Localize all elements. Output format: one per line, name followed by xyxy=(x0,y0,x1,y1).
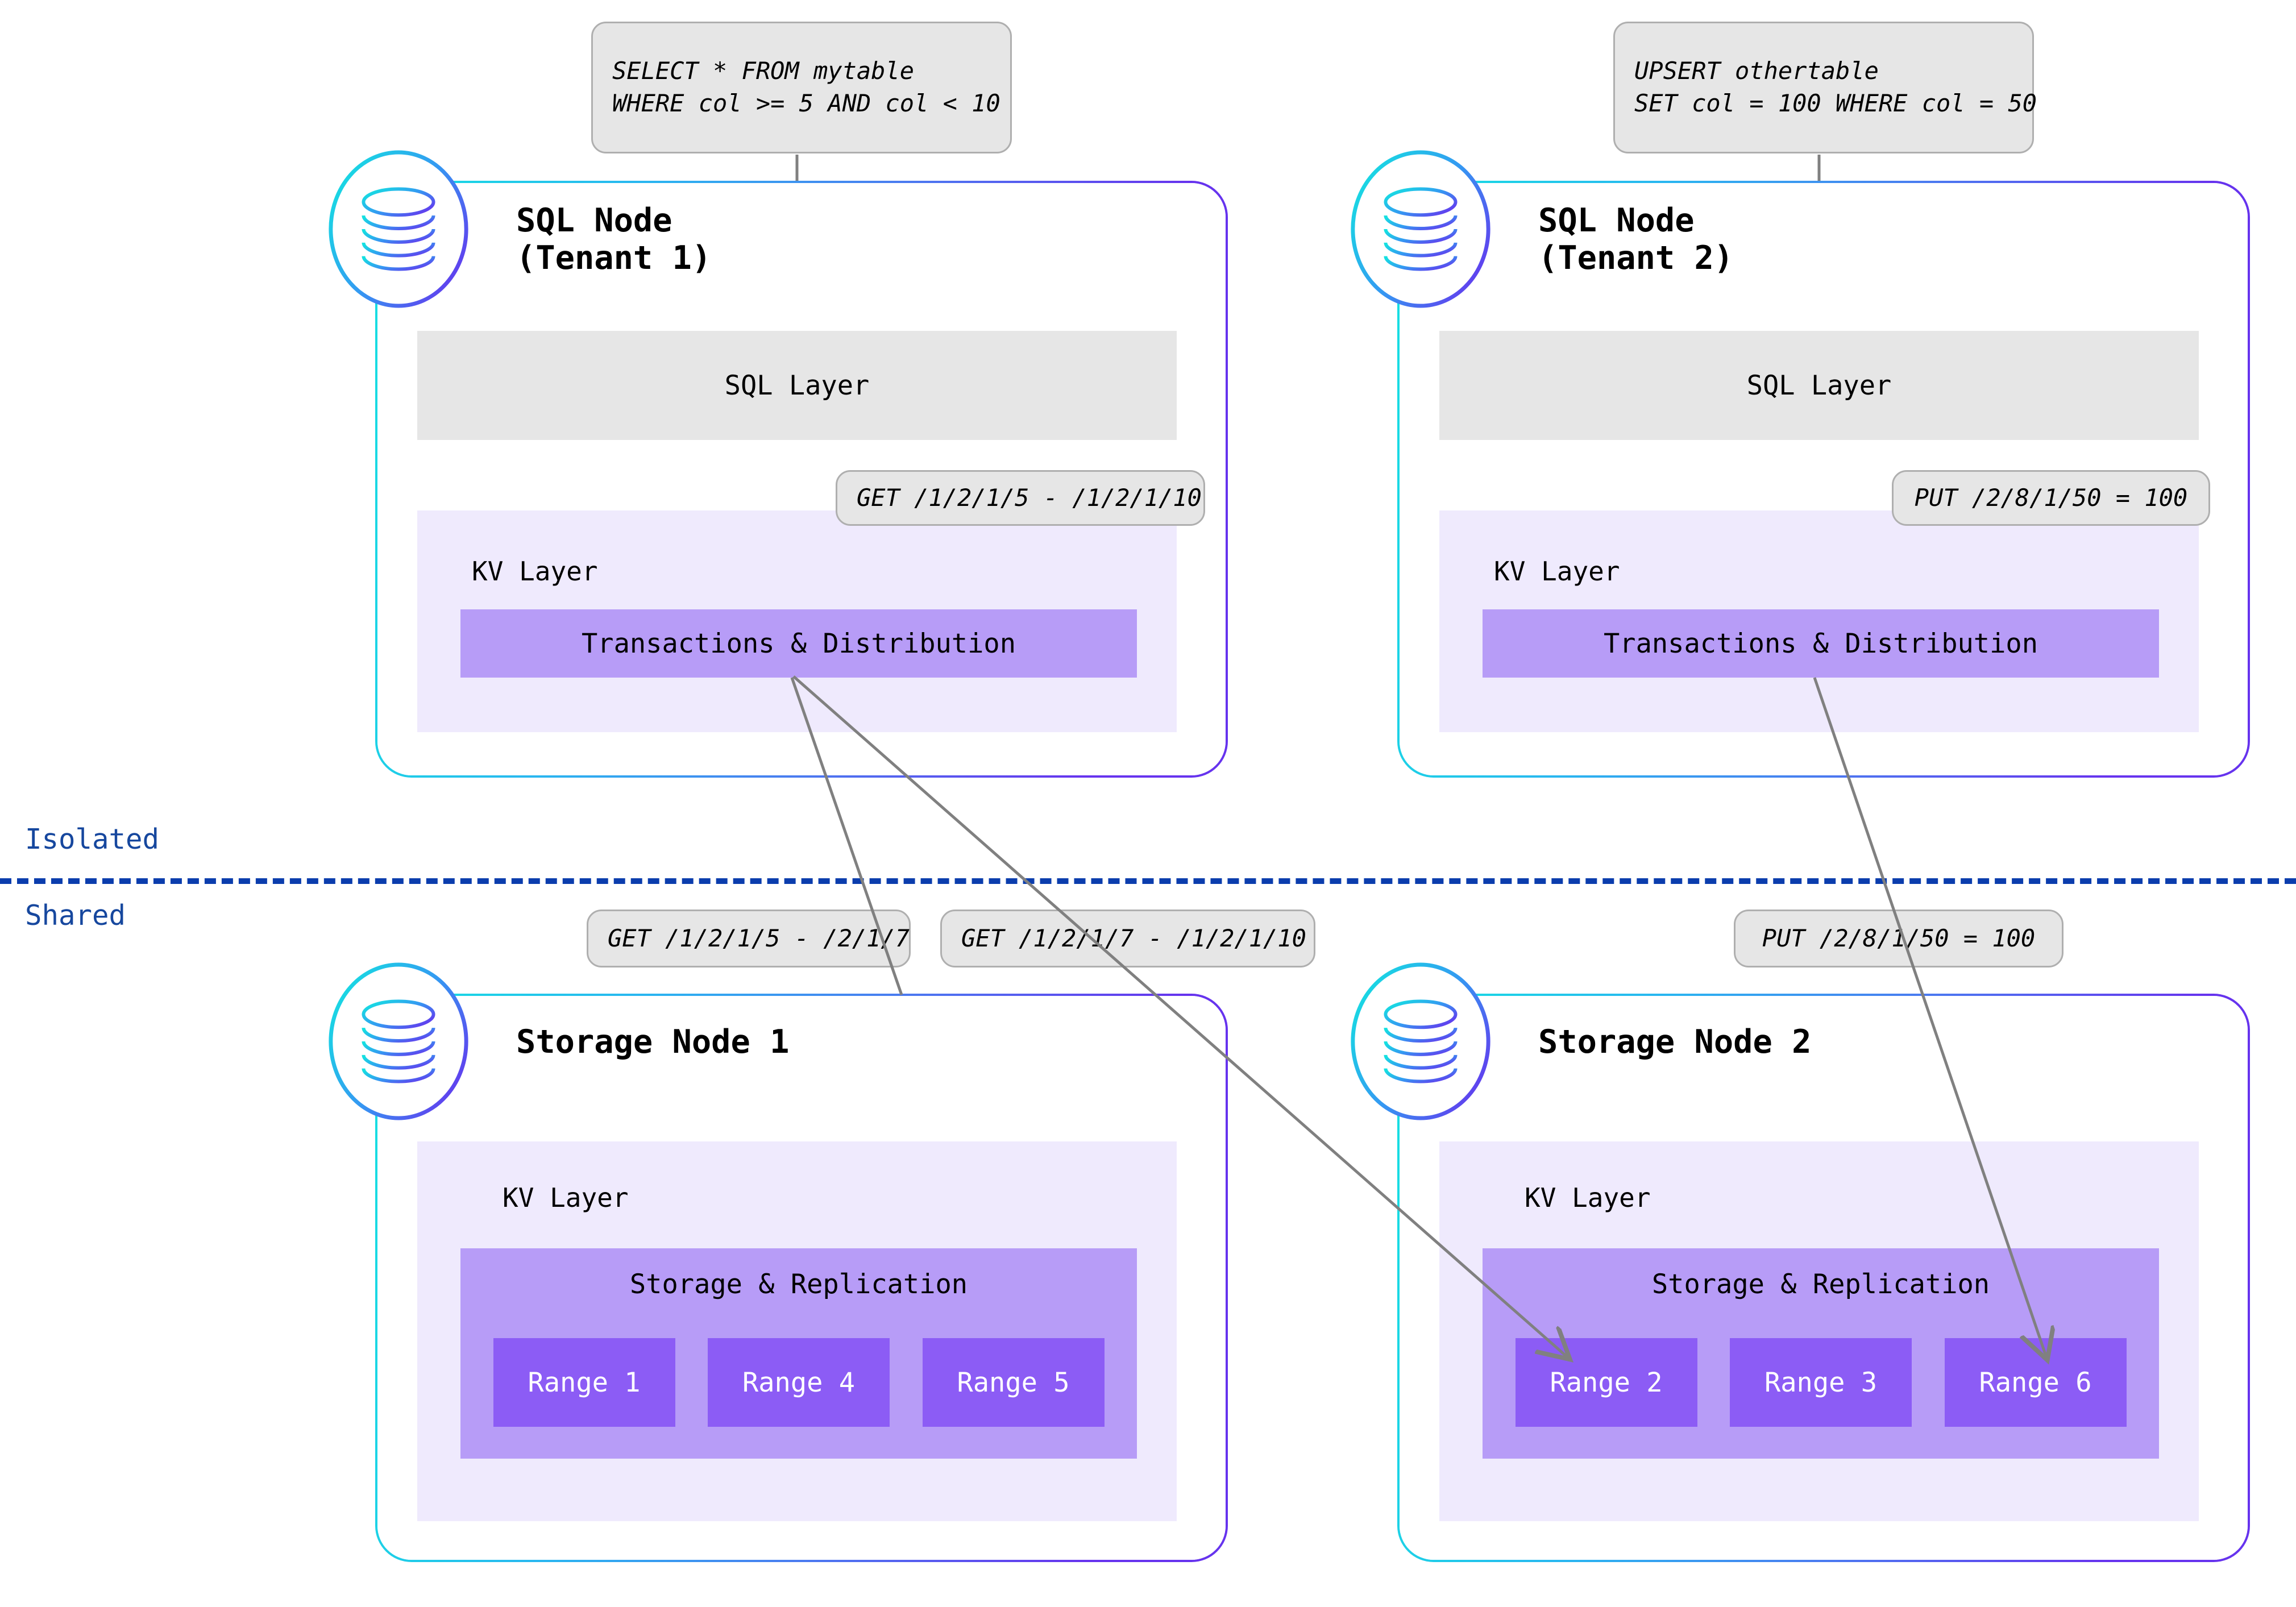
storage-node-1-storage-block: Storage & Replication Range 1 Range 4 Ra… xyxy=(460,1248,1137,1459)
sql-node-tenant-2-txn-block: Transactions & Distribution xyxy=(1483,609,2159,678)
sql-layer-label: SQL Layer xyxy=(1746,369,1892,401)
dispatch-op-callout-left-2: GET /1/2/1/7 - /1/2/1/10 xyxy=(940,910,1315,967)
query-line: WHERE col >= 5 AND col < 10 xyxy=(612,89,1000,117)
range-chip[interactable]: Range 4 xyxy=(708,1338,890,1427)
tenant1-kv-op-callout: GET /1/2/1/5 - /1/2/1/10 xyxy=(836,470,1205,526)
connector-tenant1-to-range-2 xyxy=(792,675,1568,1357)
dispatch-op-callout-left-1: GET /1/2/1/5 - /2/1/7 xyxy=(587,910,911,967)
sql-node-tenant-2-title: SQL Node(Tenant 2) xyxy=(1538,202,1733,277)
storage-replication-label: Storage & Replication xyxy=(629,1269,968,1300)
connector-tenant2-to-range-6 xyxy=(1813,677,2046,1357)
sql-node-tenant-2-title-line1: SQL Node xyxy=(1538,202,1695,239)
database-cylinder-icon xyxy=(319,962,478,1120)
kv-op-label: GET /1/2/1/5 - /1/2/1/10 xyxy=(857,483,1202,512)
kv-layer-label: KV Layer xyxy=(503,1182,629,1213)
kv-layer-label: KV Layer xyxy=(472,556,598,587)
storage-node-1-range-row: Range 1 Range 4 Range 5 xyxy=(460,1338,1137,1427)
kv-layer-label: KV Layer xyxy=(1525,1182,1651,1213)
sql-layer-label: SQL Layer xyxy=(724,369,870,401)
sql-node-tenant-1-title-line2: (Tenant 1) xyxy=(516,239,712,277)
isolation-divider xyxy=(0,878,2296,884)
divider-label-isolated: Isolated xyxy=(25,823,160,856)
sql-node-tenant-2-title-line2: (Tenant 2) xyxy=(1538,239,1734,277)
range-chip[interactable]: Range 5 xyxy=(922,1338,1105,1427)
tenant2-kv-op-callout: PUT /2/8/1/50 = 100 xyxy=(1892,470,2210,526)
database-cylinder-icon xyxy=(1342,150,1500,308)
query-line: SELECT * FROM mytable xyxy=(612,57,915,85)
txn-block-label: Transactions & Distribution xyxy=(581,628,1016,659)
tenant2-query-callout: UPSERT othertable SET col = 100 WHERE co… xyxy=(1613,22,2037,153)
storage-node-1-title: Storage Node 1 xyxy=(516,1023,790,1061)
txn-block-label: Transactions & Distribution xyxy=(1603,628,2038,659)
query-line: UPSERT othertable xyxy=(1634,57,1879,85)
connector-tenant1-to-storage-node-1 xyxy=(790,677,903,995)
dispatch-op-callout-right-1: PUT /2/8/1/50 = 100 xyxy=(1734,910,2064,967)
sql-node-tenant-1-title-line1: SQL Node xyxy=(516,202,672,239)
database-cylinder-icon xyxy=(1342,962,1500,1120)
tenant1-query-callout: SELECT * FROM mytable WHERE col >= 5 AND… xyxy=(591,22,1012,153)
dispatch-op-label: GET /1/2/1/7 - /1/2/1/10 xyxy=(961,924,1306,952)
kv-layer-label: KV Layer xyxy=(1494,556,1620,587)
sql-node-tenant-1-sql-layer: SQL Layer xyxy=(417,331,1177,440)
sql-node-tenant-1-txn-block: Transactions & Distribution xyxy=(460,609,1137,678)
sql-node-tenant-1-title: SQL Node(Tenant 1) xyxy=(516,202,711,277)
kv-op-label: PUT /2/8/1/50 = 100 xyxy=(1914,483,2188,512)
divider-label-shared: Shared xyxy=(25,899,126,932)
database-cylinder-icon xyxy=(319,150,478,308)
storage-replication-label: Storage & Replication xyxy=(1651,1269,1990,1300)
range-chip[interactable]: Range 3 xyxy=(1730,1338,1912,1427)
range-chip[interactable]: Range 1 xyxy=(493,1338,675,1427)
storage-node-2-range-row: Range 2 Range 3 Range 6 xyxy=(1483,1338,2159,1427)
sql-node-tenant-2-sql-layer: SQL Layer xyxy=(1439,331,2199,440)
storage-node-2-title: Storage Node 2 xyxy=(1538,1023,1812,1061)
dispatch-op-label: PUT /2/8/1/50 = 100 xyxy=(1762,924,2036,952)
